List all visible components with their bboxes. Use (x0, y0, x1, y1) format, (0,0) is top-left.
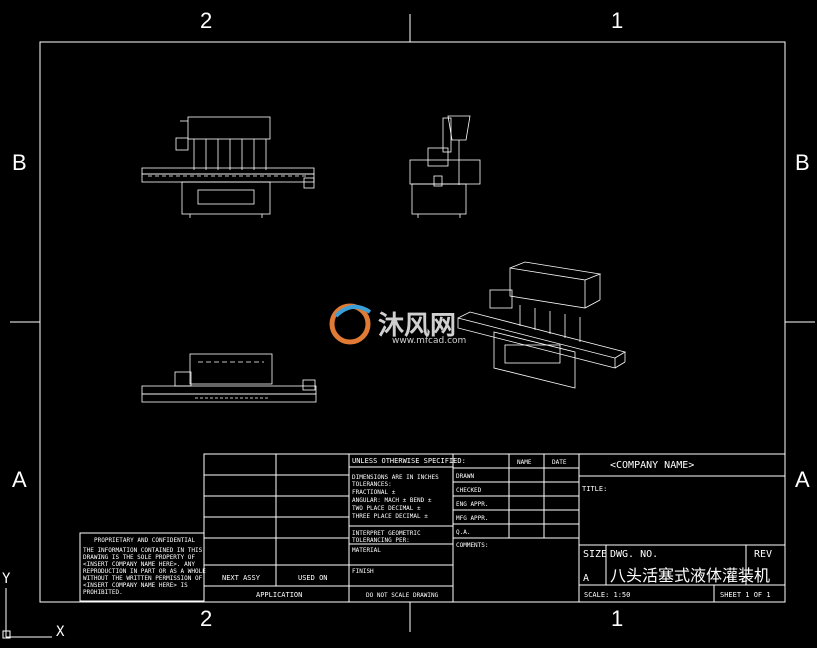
proprietary-line: THE INFORMATION CONTAINED IN THIS (83, 547, 203, 554)
proprietary-line: WITHOUT THE WRITTEN PERMISSION OF (83, 575, 203, 582)
spec-line: TOLERANCES: (352, 481, 392, 488)
size-value: A (583, 573, 589, 584)
zone-label-left-B: B (12, 150, 27, 175)
interpret-line: INTERPRET GEOMETRIC (352, 530, 421, 537)
interpret-line: TOLERANCING PER: (352, 537, 410, 544)
proprietary-line: PROHIBITED. (83, 589, 123, 596)
approval-row-checked: CHECKED (456, 487, 482, 494)
next-assy-label: NEXT ASSY (222, 574, 261, 582)
zone-label-bottom-1: 1 (611, 606, 623, 631)
rev-label: REV (754, 549, 772, 560)
watermark-url: www.mfcad.com (392, 336, 466, 346)
zone-label-top-2: 2 (200, 8, 212, 33)
isometric-view-machine (457, 261, 627, 389)
date-column-header: DATE (552, 459, 567, 466)
spec-line: FRACTIONAL ± (352, 489, 396, 496)
approval-row-eng: ENG APPR. (456, 501, 489, 508)
size-label: SIZE (583, 549, 607, 560)
sheet-number: SHEET 1 OF 1 (720, 591, 771, 599)
zone-label-bottom-2: 2 (200, 606, 212, 631)
side-view-machine (409, 115, 481, 218)
dwg-no-label: DWG. NO. (610, 549, 658, 560)
drawing-title: 八头活塞式液体灌装机 (610, 566, 770, 585)
proprietary-line: DRAWING IS THE SOLE PROPERTY OF (83, 554, 195, 561)
proprietary-heading: PROPRIETARY AND CONFIDENTIAL (94, 537, 196, 544)
company-name: <COMPANY NAME> (610, 460, 694, 471)
spec-line: ANGULAR: MACH ± BEND ± (352, 497, 432, 504)
front-view-machine (141, 116, 315, 218)
spec-heading: UNLESS OTHERWISE SPECIFIED: (352, 457, 466, 465)
application-label: APPLICATION (256, 591, 302, 599)
zone-label-right-B: B (795, 150, 810, 175)
scale-value: SCALE: 1:50 (584, 591, 630, 599)
comments-label: COMMENTS: (456, 542, 489, 549)
top-view-machine (141, 353, 317, 403)
no-scale-label: DO NOT SCALE DRAWING (366, 592, 439, 599)
spec-line: TWO PLACE DECIMAL ± (352, 505, 421, 512)
zone-label-top-1: 1 (611, 8, 623, 33)
approval-row-drawn: DRAWN (456, 473, 474, 480)
zone-tick-marks (10, 14, 815, 632)
watermark-logo-icon (329, 303, 372, 345)
title-block (578, 453, 786, 603)
revision-grid (203, 453, 350, 603)
used-on-label: USED ON (298, 574, 328, 582)
title-label: TITLE: (582, 485, 607, 493)
spec-line: DIMENSIONS ARE IN INCHES (352, 474, 439, 481)
approval-row-qa: Q.A. (456, 529, 470, 536)
proprietary-line: <INSERT COMPANY NAME HERE>. ANY (83, 561, 195, 568)
spec-block (348, 453, 454, 603)
zone-label-left-A: A (12, 467, 27, 492)
approval-row-mfg: MFG APPR. (456, 515, 489, 522)
watermark-brand: 沐风网 (378, 311, 456, 341)
ucs-axis-icon (2, 588, 52, 639)
material-label: MATERIAL (352, 547, 381, 554)
finish-label: FINISH (352, 568, 374, 575)
axis-label-y: Y (2, 571, 11, 587)
name-column-header: NAME (517, 459, 532, 466)
axis-label-x: X (56, 624, 65, 640)
spec-line: THREE PLACE DECIMAL ± (352, 513, 428, 520)
proprietary-line: <INSERT COMPANY NAME HERE> IS (83, 582, 188, 589)
proprietary-line: REPRODUCTION IN PART OR AS A WHOLE (83, 568, 206, 575)
zone-label-right-A: A (795, 467, 810, 492)
